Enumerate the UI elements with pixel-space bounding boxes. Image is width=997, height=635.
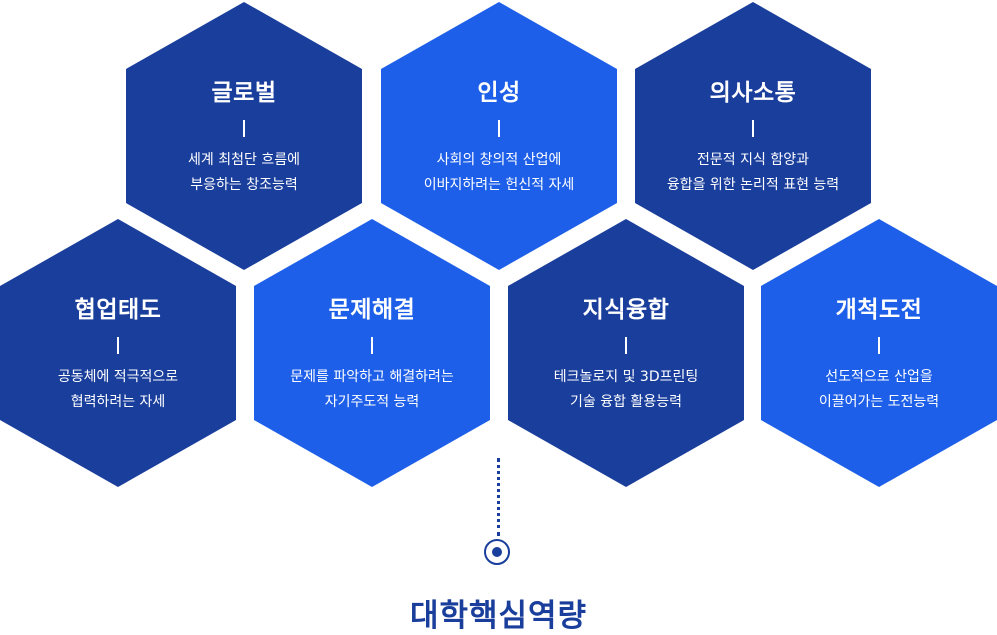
hex-desc-problem-solving: 문제를 파악하고 해결하려는 자기주도적 능력 [290,369,454,410]
hex-desc-collaboration: 공동체에 적극적으로 협력하려는 자세 [57,369,179,410]
hex-title-problem-solving: 문제해결 [328,297,416,323]
hex-title-pioneering: 개척도전 [835,297,923,323]
divider-line [878,337,880,354]
divider-line [498,120,500,137]
divider-line [625,337,627,354]
hex-pioneering: 개척도전 선도적으로 산업을 이끌어가는 도전능력 [761,219,997,487]
dotted-connector-line [497,458,500,536]
hex-character: 인성 사회의 창의적 산업에 이바지하려는 헌신적 자세 [381,2,617,270]
hex-title-knowledge-convergence: 지식융합 [582,297,670,323]
hex-desc-global: 세계 최첨단 흐름에 부응하는 창조능력 [188,152,300,193]
hex-desc-knowledge-convergence: 테크놀로지 및 3D프린팅 기술 융합 활용능력 [553,369,699,410]
hex-title-collaboration: 협업태도 [74,297,162,323]
hex-problem-solving: 문제해결 문제를 파악하고 해결하려는 자기주도적 능력 [254,219,490,487]
hex-desc-pioneering: 선도적으로 산업을 이끌어가는 도전능력 [818,369,940,410]
diagram-caption: 대학핵심역량 [409,598,588,634]
divider-line [117,337,119,354]
divider-line [243,120,245,137]
divider-line [371,337,373,354]
node-center-dot [492,547,502,557]
hex-knowledge-convergence: 지식융합 테크놀로지 및 3D프린팅 기술 융합 활용능력 [508,219,744,487]
hex-desc-communication: 전문적 지식 함양과 융합을 위한 논리적 표현 능력 [666,152,840,193]
hex-title-global: 글로벌 [211,80,277,106]
hex-title-character: 인성 [477,80,521,106]
hex-desc-character: 사회의 창의적 산업에 이바지하려는 헌신적 자세 [423,152,575,193]
target-circle-icon [484,539,510,565]
divider-line [752,120,754,137]
hex-collaboration: 협업태도 공동체에 적극적으로 협력하려는 자세 [0,219,236,487]
hex-global: 글로벌 세계 최첨단 흐름에 부응하는 창조능력 [126,2,362,270]
hex-communication: 의사소통 전문적 지식 함양과 융합을 위한 논리적 표현 능력 [635,2,871,270]
hex-title-communication: 의사소통 [709,80,797,106]
